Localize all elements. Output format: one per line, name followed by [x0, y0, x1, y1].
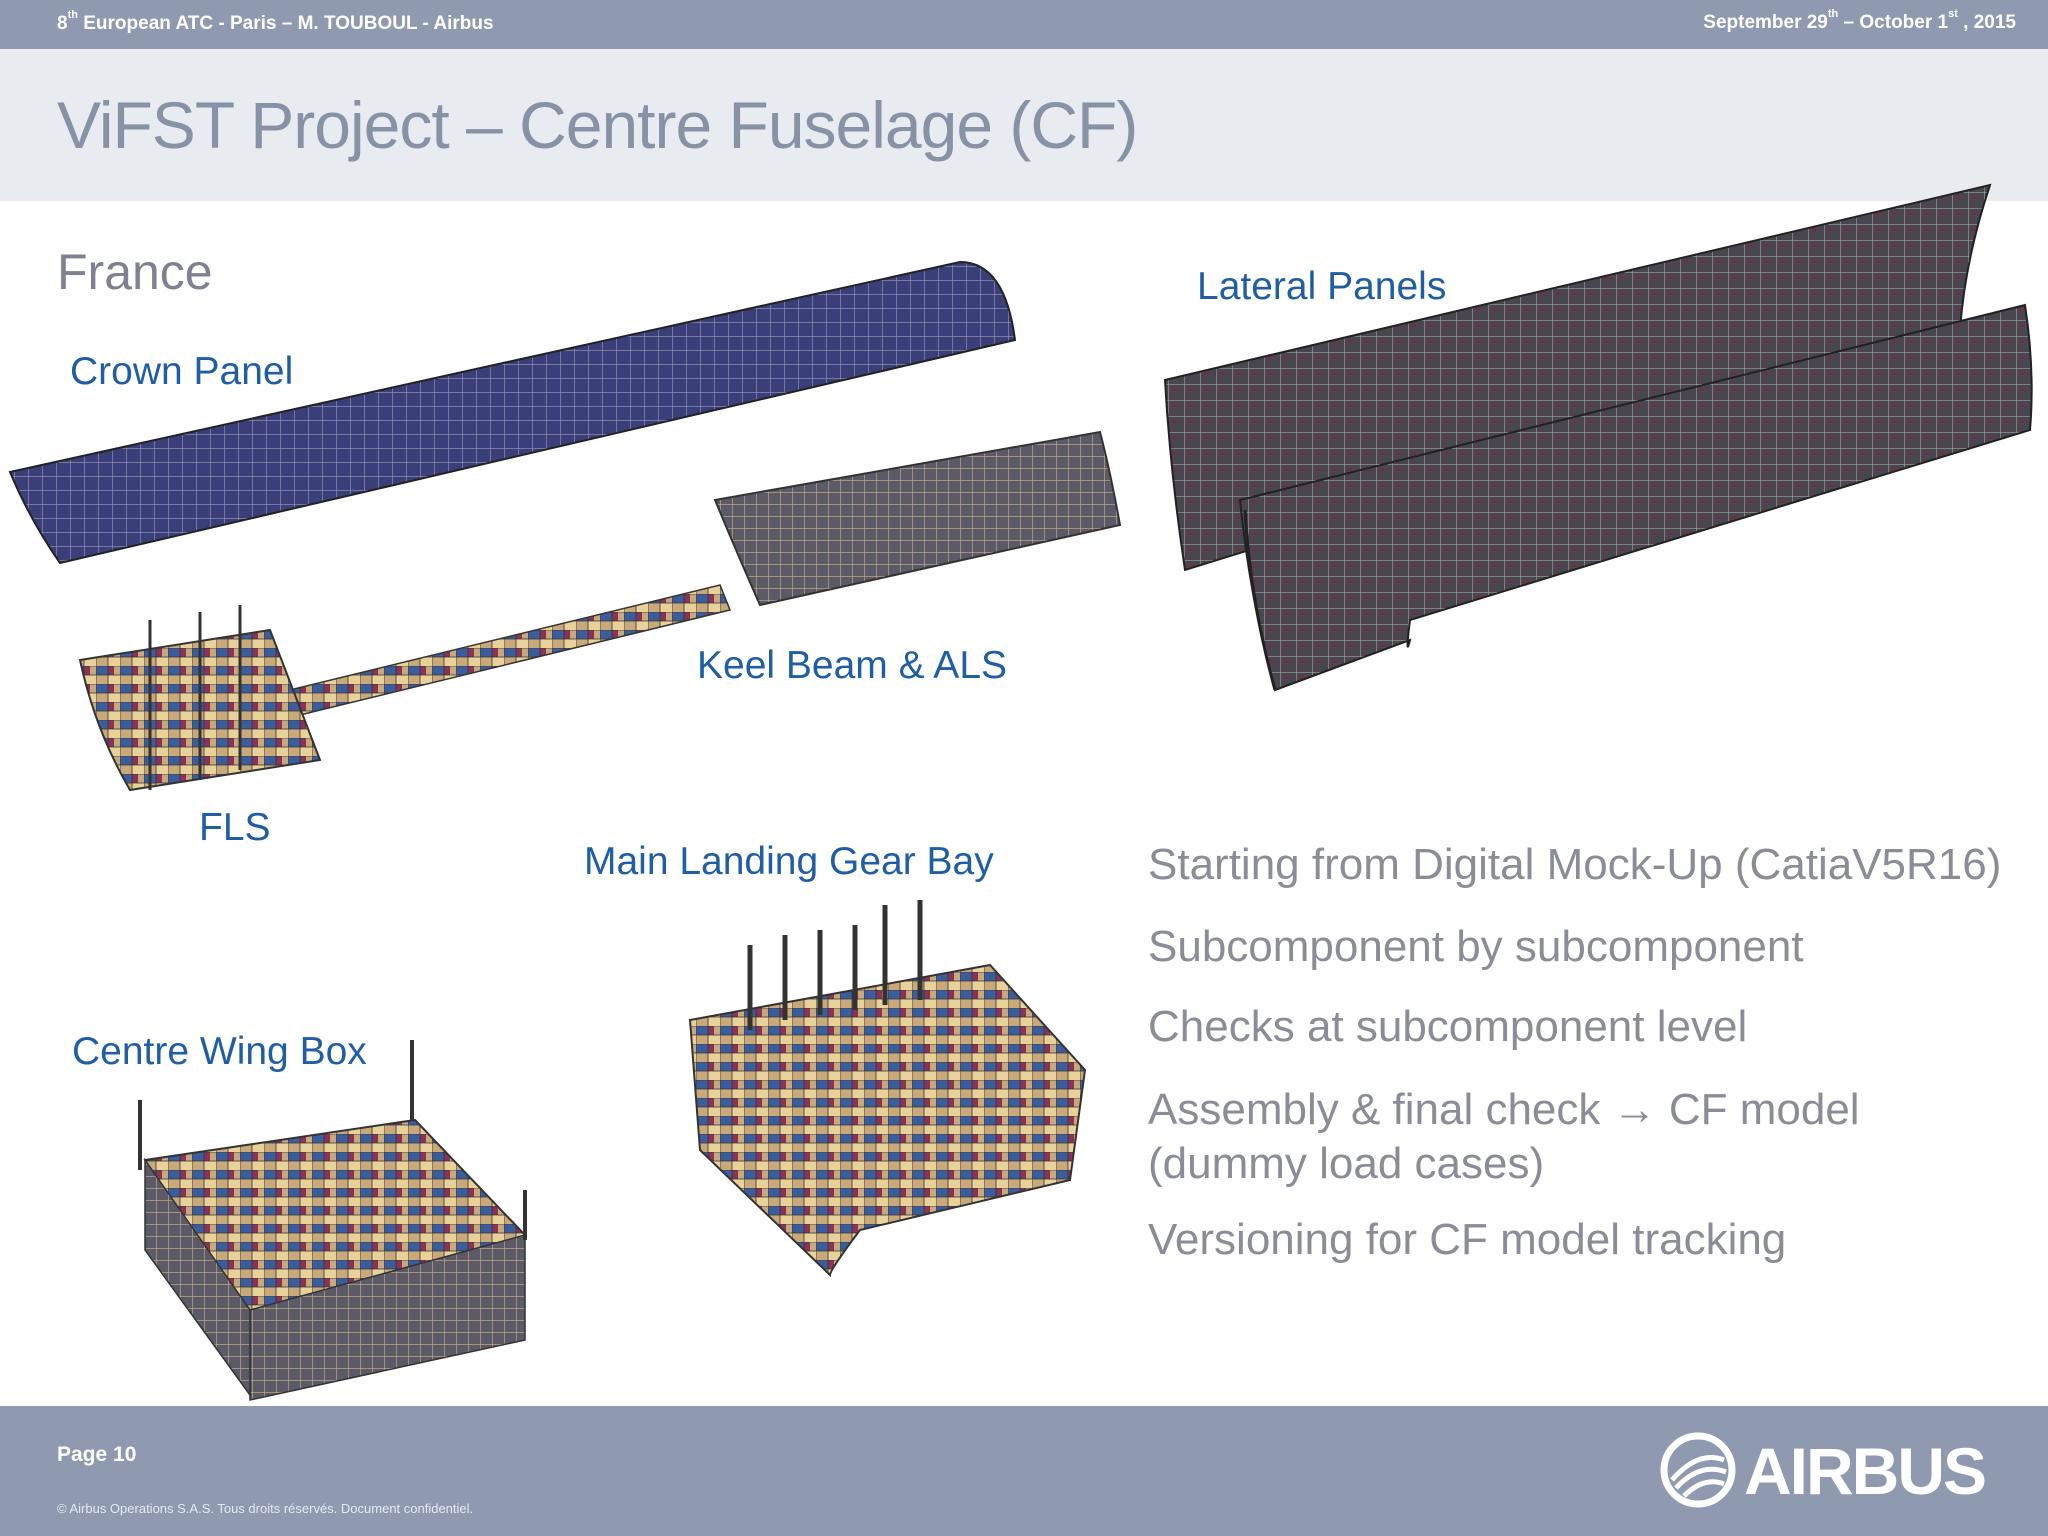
bullet-item: (dummy load cases) — [1148, 1139, 1545, 1188]
airbus-wordmark: AIRBUS — [1744, 1434, 1987, 1508]
keel-beam-label: Keel Beam & ALS — [697, 644, 1008, 687]
crown-panel-label: Crown Panel — [70, 350, 294, 393]
conference-dates: September 29th – October 1st , 2015 — [1703, 8, 2016, 33]
lateral-panels-illustration — [1163, 183, 2033, 692]
copyright-notice: © Airbus Operations S.A.S. Tous droits r… — [57, 1501, 474, 1516]
bullet-item: Starting from Digital Mock-Up (CatiaV5R1… — [1148, 840, 2002, 889]
bullet-item: Versioning for CF model tracking — [1148, 1215, 1787, 1264]
header-bar: 8th European ATC - Paris – M. TOUBOUL - … — [0, 0, 2048, 49]
page-number: Page 10 — [57, 1443, 137, 1466]
fls-label: FLS — [199, 806, 271, 849]
main-landing-gear-bay-illustration — [688, 900, 1087, 1278]
bullet-item: Subcomponent by subcomponent — [1148, 922, 1804, 971]
country-label: France — [57, 244, 213, 300]
fls-illustration — [78, 605, 322, 792]
slide-title: ViFST Project – Centre Fuselage (CF) — [57, 88, 1138, 162]
centre-wing-box-label: Centre Wing Box — [72, 1030, 367, 1073]
airbus-swirl-icon — [1660, 1432, 1736, 1508]
bullet-item: Assembly & final check → CF model — [1148, 1085, 1860, 1134]
centre-wing-box-illustration — [138, 1040, 527, 1401]
footer-bar: Page 10 © Airbus Operations S.A.S. Tous … — [0, 1406, 2048, 1536]
keel-beam-illustration — [288, 430, 1122, 716]
title-bar: ViFST Project – Centre Fuselage (CF) — [0, 49, 2048, 201]
bullet-item: Checks at subcomponent level — [1148, 1002, 1748, 1051]
conference-info: 8th European ATC - Paris – M. TOUBOUL - … — [57, 9, 494, 34]
airbus-logo: AIRBUS — [1658, 1430, 1988, 1510]
main-landing-gear-bay-label: Main Landing Gear Bay — [584, 840, 994, 883]
crown-panel-illustration — [8, 260, 1017, 565]
lateral-panels-label: Lateral Panels — [1197, 265, 1447, 308]
